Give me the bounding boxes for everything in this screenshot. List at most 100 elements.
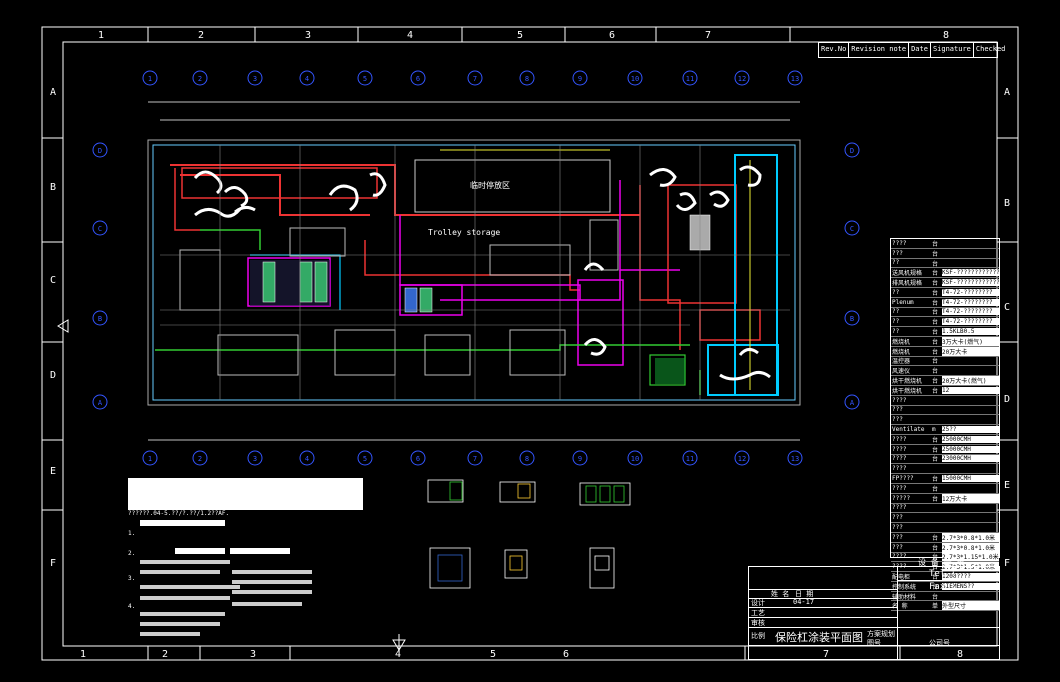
equipment-spec: 12	[942, 386, 999, 394]
axis-bubble-bottom-label: 6	[416, 455, 420, 463]
axis-bubble-bottom-label: 1	[148, 455, 152, 463]
axis-bubble-bottom-label: 4	[305, 455, 309, 463]
equipment-name: ???	[892, 249, 903, 257]
equipment-unit: 台	[932, 250, 939, 258]
axis-bubble-bottom-label: 9	[578, 455, 582, 463]
rev-col: Checked	[975, 45, 1006, 53]
equipment-unit: 台	[932, 289, 939, 297]
equipment-unit: m	[932, 426, 936, 434]
axis-bubble-top-label: 3	[253, 75, 257, 83]
equipment-spec: 1.5KLB0.5	[942, 328, 999, 336]
grid-row-label: B	[50, 182, 56, 193]
equipment-unit: 台	[932, 446, 939, 454]
company-label: 公司号	[929, 639, 950, 647]
equipment-spec: SIEMENS??	[942, 582, 999, 590]
equipment-row: 名 称单外型尺寸	[891, 601, 999, 612]
equipment-spec: T4-72-????????	[942, 288, 999, 296]
equipment-name: 温控器	[892, 358, 911, 366]
equipment-unit: 台	[932, 574, 939, 581]
equipment-row: ???	[891, 513, 999, 524]
equipment-unit: 台	[932, 270, 939, 278]
equipment-spec: 15000CMH	[942, 475, 999, 483]
equipment-unit: 台	[932, 240, 939, 248]
axis-bubble-bottom	[627, 450, 643, 466]
axis-bubble-bottom-label: 10	[631, 455, 639, 463]
grid-col-label: 2	[162, 649, 168, 660]
equipment-name: 辅助材料	[892, 593, 917, 601]
axis-bubble-top	[572, 70, 588, 86]
axis-bubble-bottom-label: 3	[253, 455, 257, 463]
axis-bubble-bottom-label: 13	[791, 455, 799, 463]
axis-bubble-left-label: B	[98, 315, 102, 323]
project-label: 方案规划	[867, 630, 895, 638]
grid-row-label: D	[1004, 394, 1010, 405]
grid-col-label: 7	[823, 649, 829, 660]
equipment-name: ??	[892, 259, 900, 267]
axis-bubble-top-label: 13	[791, 75, 799, 83]
axis-bubble-top	[519, 70, 535, 86]
axis-bubble-right-label: B	[850, 315, 854, 323]
name-label: 姓 名	[771, 590, 790, 598]
equipment-spec: 25000CMH	[942, 445, 999, 453]
axis-bubble-top-label: 11	[686, 75, 694, 83]
equipment-unit: 台	[932, 378, 939, 386]
axis-bubble-left	[92, 142, 108, 158]
grid-row-label: C	[50, 275, 56, 286]
axis-bubble-top	[734, 70, 750, 86]
fax-label: Fax :	[929, 582, 957, 592]
equipment-name: ??	[892, 288, 900, 296]
axis-bubble-top	[787, 70, 803, 86]
equipment-name: ????	[892, 435, 907, 443]
axis-bubble-top-label: 8	[525, 75, 529, 83]
equipment-name: 控制系统	[892, 583, 917, 591]
equipment-spec: KSF-????????????	[942, 269, 999, 277]
equipment-name: ???	[892, 524, 903, 531]
axis-bubble-right	[844, 142, 860, 158]
equipment-spec: 外型尺寸	[942, 601, 999, 611]
equipment-unit: 台	[932, 456, 939, 464]
equipment-unit: 台	[932, 329, 939, 337]
drawing-title: 保险杠涂装平面图	[775, 631, 863, 644]
axis-bubble-top-label: 10	[631, 75, 639, 83]
equipment-unit: 台	[932, 309, 939, 317]
notes-section: 4.	[128, 603, 135, 610]
equipment-unit: 台	[932, 338, 939, 346]
equipment-name: ????	[892, 239, 907, 247]
equipment-name: ??	[892, 318, 900, 326]
equipment-name: Plenum	[892, 298, 914, 306]
axis-bubble-right	[844, 310, 860, 326]
grid-row-label: C	[1004, 302, 1010, 313]
axis-bubble-bottom-label: 11	[686, 455, 694, 463]
equipment-row: ??台	[891, 259, 999, 269]
axis-bubble-bottom-label: 8	[525, 455, 529, 463]
rev-col: Rev.No	[819, 43, 850, 57]
equipment-unit: 台	[932, 534, 939, 542]
equipment-name: Ventilate	[892, 426, 925, 434]
equipment-unit: 单	[932, 603, 939, 611]
equipment-row: ???	[891, 523, 999, 533]
axis-bubble-right-label: C	[850, 225, 854, 233]
axis-bubble-top	[142, 70, 158, 86]
axis-bubble-bottom	[357, 450, 373, 466]
equipment-unit: 台	[932, 583, 939, 591]
equipment-spec: 2.7*3*0.8*1.0米	[942, 542, 999, 552]
grid-row-label: F	[1004, 558, 1010, 569]
equipment-unit: 台	[932, 348, 939, 356]
grid-col-label: 6	[563, 649, 569, 660]
rev-col: Signature	[931, 43, 974, 57]
equipment-row: ???? 台	[891, 239, 999, 249]
design-label: 设计	[751, 599, 765, 607]
equipment-spec: 2.7*3*0.8*1.0米	[942, 532, 999, 542]
equipment-name: 烘干燃烧机	[892, 387, 923, 395]
grid-col-label: 6	[609, 30, 615, 41]
